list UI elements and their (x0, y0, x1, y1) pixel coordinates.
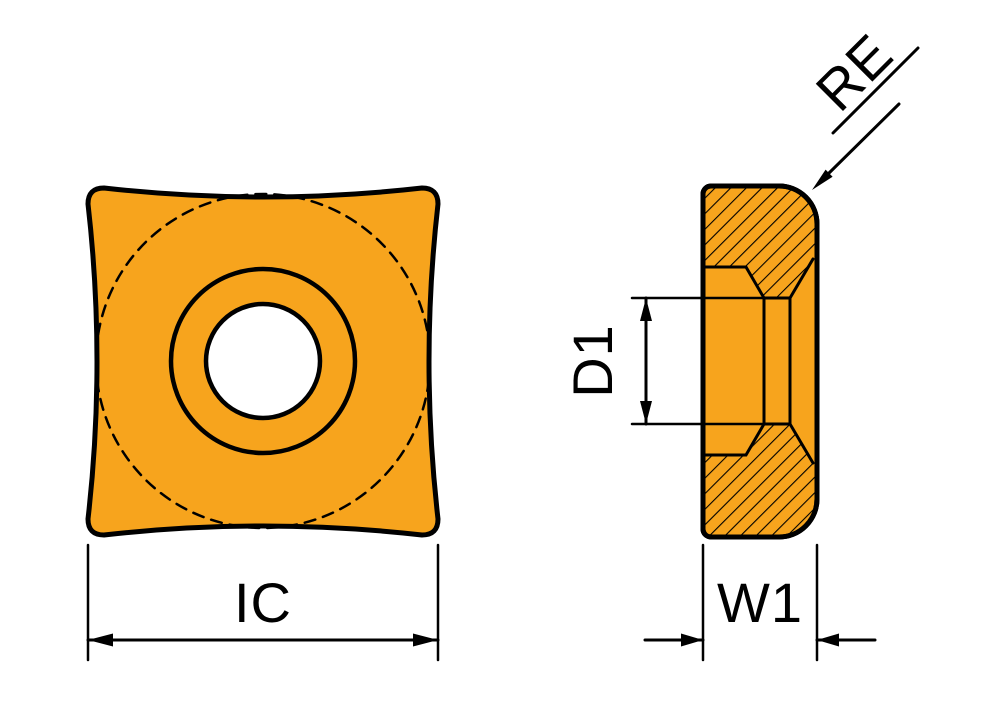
re-label: RE (804, 22, 905, 123)
hatch-bottom (703, 424, 817, 537)
re-arrowhead (812, 169, 833, 190)
front-view (85, 185, 441, 538)
inscribed-circle (94, 192, 432, 530)
hatch-top (703, 186, 817, 298)
d1-dimension: D1 (561, 296, 766, 426)
d1-arrow-up (640, 298, 652, 321)
d1-label: D1 (561, 324, 624, 398)
side-view (700, 183, 820, 540)
w1-dimension: W1 (643, 543, 877, 662)
side-view-outline (700, 183, 820, 540)
center-hole (203, 301, 323, 421)
ic-arrow-right (413, 633, 438, 647)
d1-arrow-down (640, 401, 652, 424)
ic-dimension: IC (86, 543, 440, 662)
re-callout: RE (804, 22, 920, 190)
w1-label: W1 (717, 571, 803, 634)
re-leader-line (824, 102, 901, 178)
w1-arrow-right (817, 633, 839, 647)
re-underline (831, 46, 920, 135)
ic-label: IC (234, 571, 292, 634)
ic-arrow-left (88, 633, 113, 647)
w1-arrow-left (681, 633, 703, 647)
countersink-circle (168, 266, 358, 456)
section-hatching (703, 186, 817, 537)
